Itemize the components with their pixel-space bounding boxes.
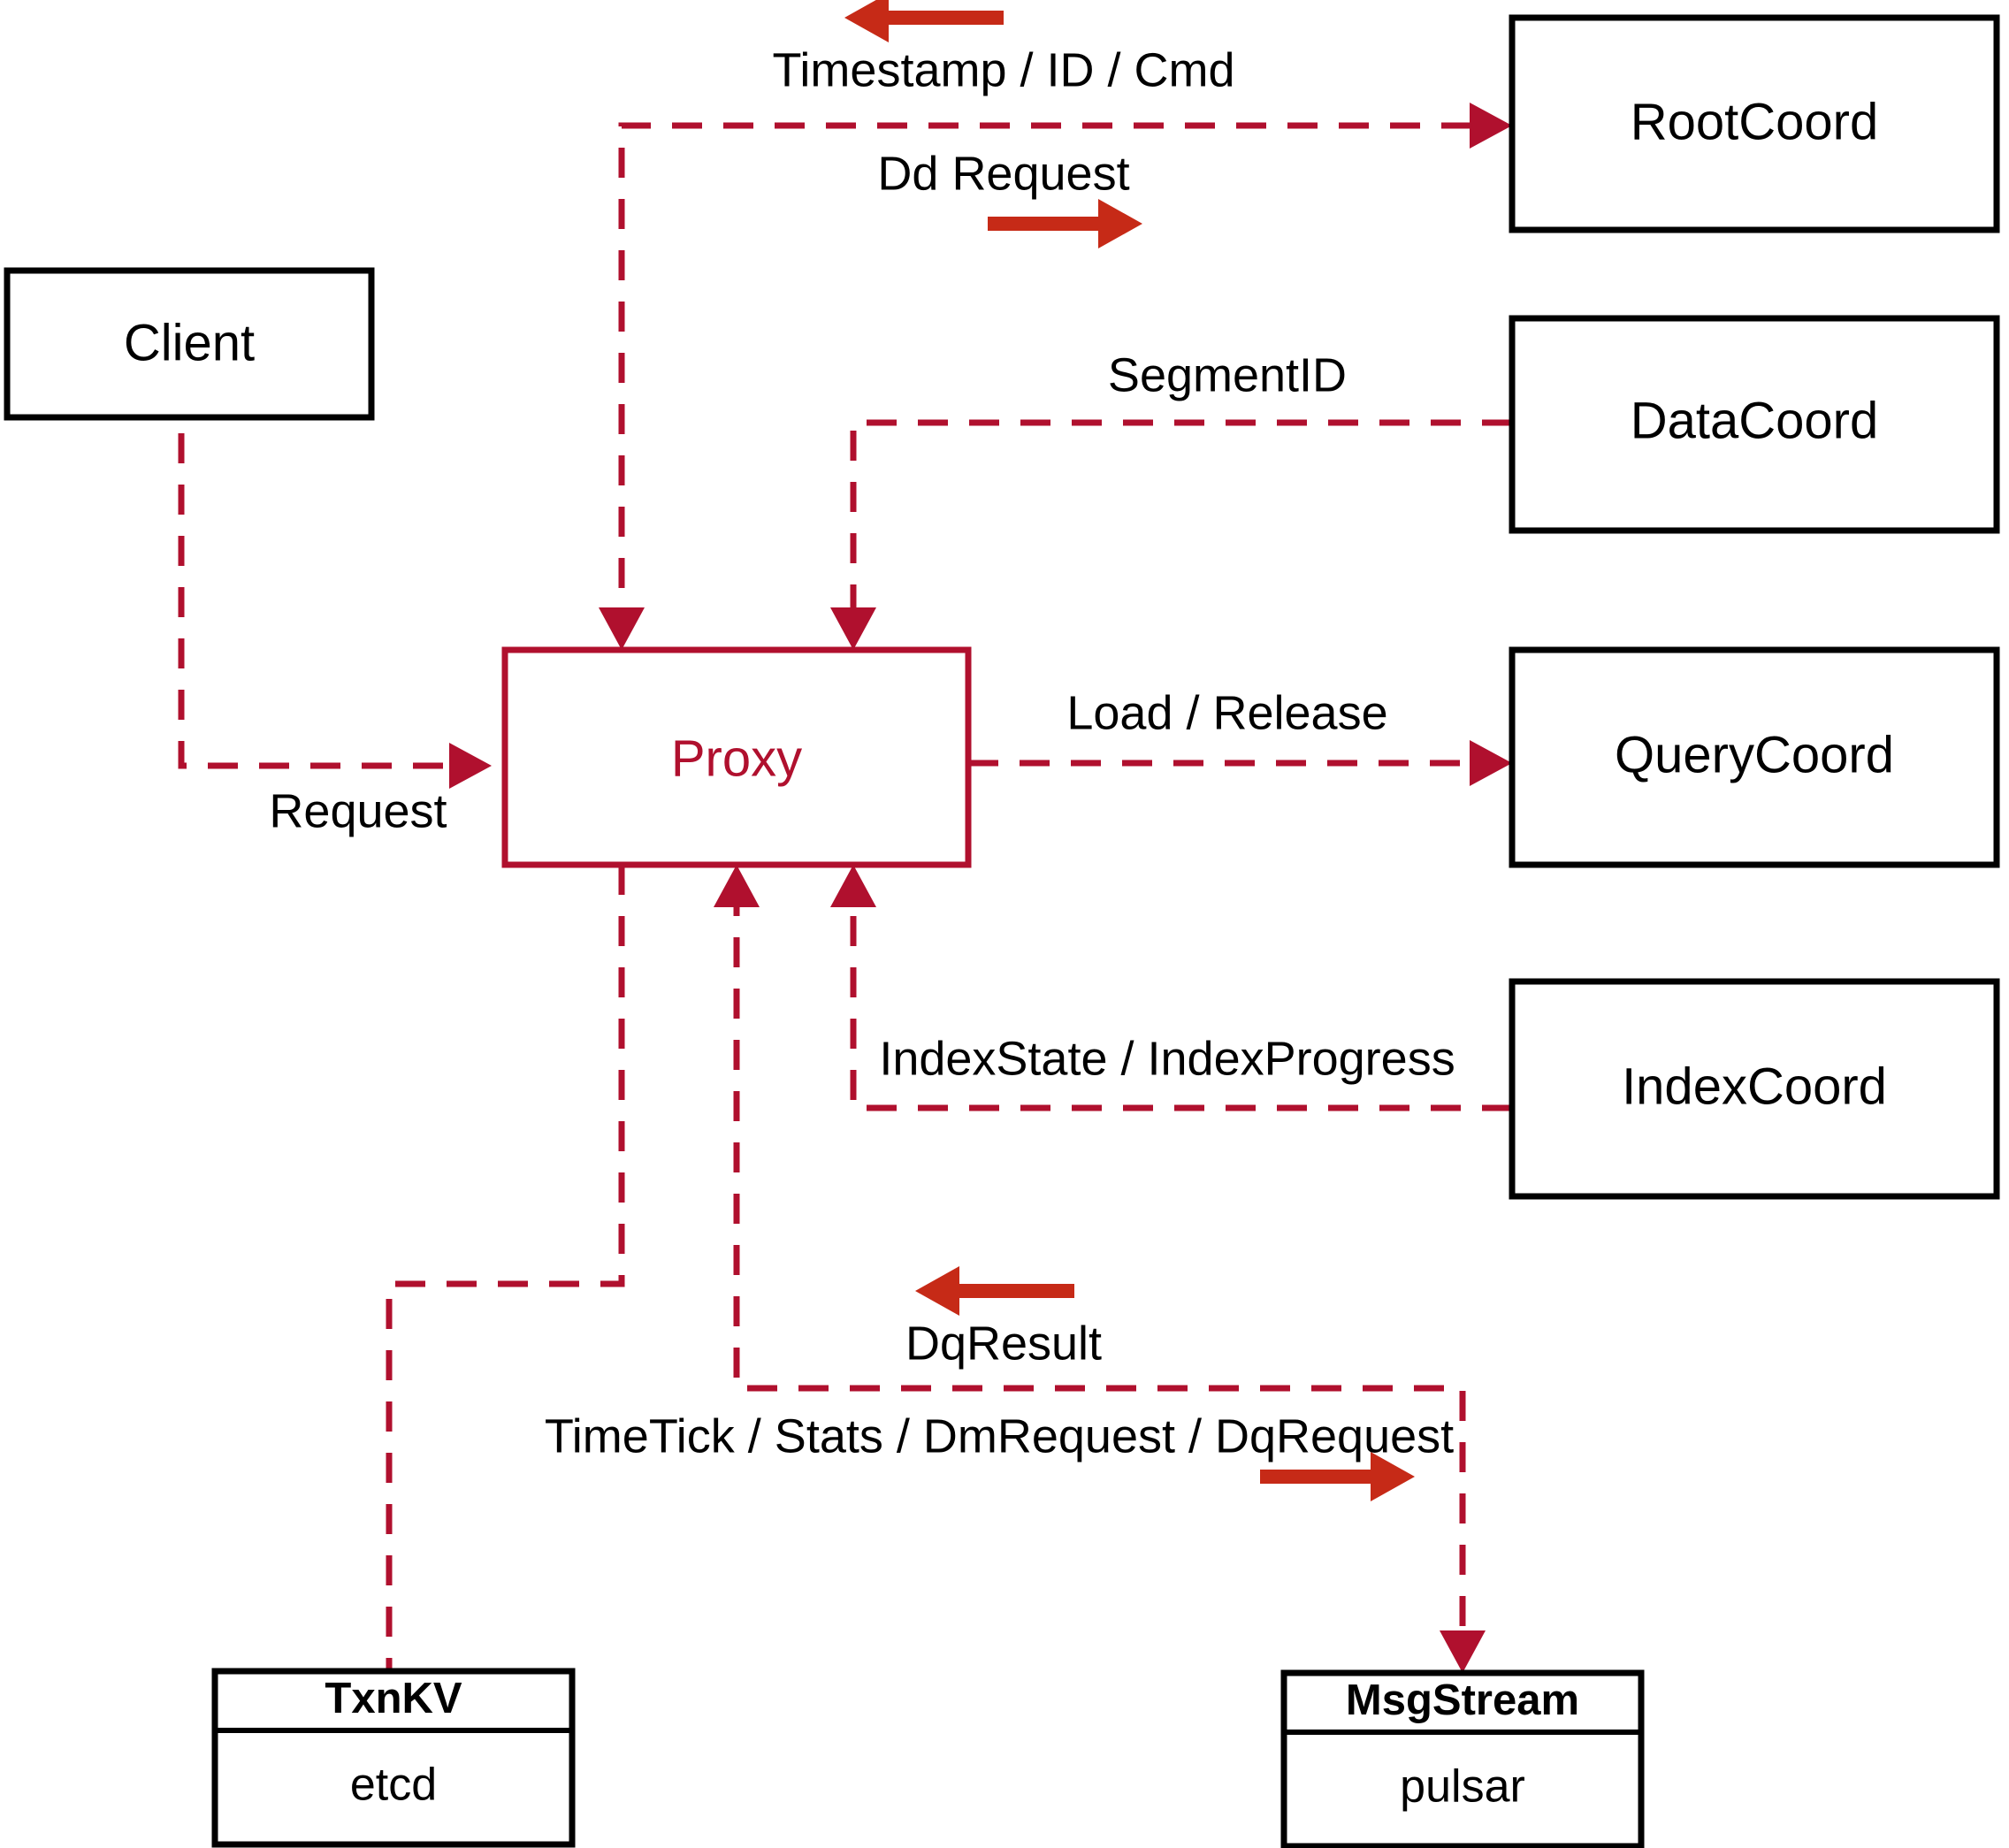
edge-indexcoord-path — [830, 865, 1512, 1111]
node-txnkv[interactable]: TxnKV etcd — [211, 1668, 576, 1848]
node-querycoord-label: QueryCoord — [1615, 726, 1894, 783]
node-msgstream-impl: pulsar — [1400, 1761, 1525, 1813]
arrow-timetick-right — [1260, 1452, 1415, 1501]
node-rootcoord[interactable]: RootCoord — [1509, 14, 2000, 233]
edge-label-index-state: IndexState / IndexProgress — [879, 1032, 1455, 1085]
node-rootcoord-label: RootCoord — [1631, 93, 1878, 150]
node-indexcoord[interactable]: IndexCoord — [1509, 978, 2000, 1200]
node-txnkv-impl: etcd — [350, 1760, 437, 1811]
edge-label-dq-result: DqResult — [905, 1317, 1102, 1370]
node-txnkv-title: TxnKV — [325, 1675, 462, 1722]
edge-datacoord-path — [830, 419, 1512, 650]
node-proxy-label: Proxy — [671, 729, 802, 787]
edge-label-timetick: TimeTick / Stats / DmRequest / DqRequest — [545, 1409, 1454, 1462]
edge-rootcoord-path — [599, 103, 1512, 650]
node-msgstream[interactable]: MsgStream pulsar — [1280, 1669, 1645, 1848]
node-querycoord[interactable]: QueryCoord — [1509, 646, 2000, 868]
node-datacoord[interactable]: DataCoord — [1509, 315, 2000, 534]
edge-label-segment-id: SegmentID — [1108, 348, 1347, 401]
arrow-dd-request-right — [988, 199, 1142, 248]
edge-request-path — [178, 382, 492, 789]
arrow-timestamp-left — [844, 0, 1004, 42]
node-indexcoord-label: IndexCoord — [1622, 1058, 1887, 1115]
edge-txnkv-path — [386, 865, 625, 1671]
edge-label-request: Request — [269, 784, 447, 837]
node-client[interactable]: Client — [4, 267, 375, 421]
node-msgstream-title: MsgStream — [1346, 1676, 1579, 1724]
node-datacoord-label: DataCoord — [1631, 392, 1878, 449]
arrow-dqresult-left — [915, 1266, 1074, 1316]
node-proxy[interactable]: Proxy — [501, 646, 972, 868]
node-client-label: Client — [124, 314, 255, 371]
edge-querycoord-path — [968, 740, 1512, 786]
edge-label-dd-request: Dd Request — [877, 147, 1129, 200]
edge-label-timestamp: Timestamp / ID / Cmd — [772, 43, 1234, 96]
edge-msgstream-path — [714, 865, 1486, 1673]
edge-label-load-release: Load / Release — [1066, 686, 1387, 739]
